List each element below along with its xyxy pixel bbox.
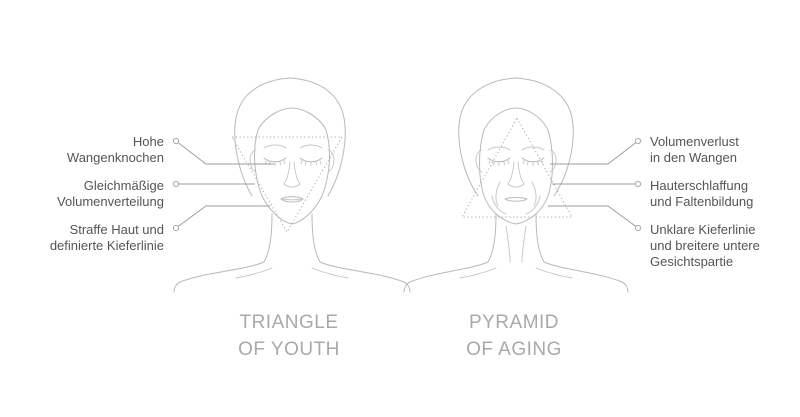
youth-labels: Hohe Wangenknochen Gleichmäßige Volumenv…	[50, 134, 164, 253]
youth-label-1-line1: Hohe	[133, 134, 164, 149]
aging-neck	[487, 213, 497, 263]
youthful-face-illustration	[173, 77, 411, 293]
youthful-head-wrap	[234, 77, 346, 197]
aging-title-line1: PYRAMID	[469, 312, 559, 333]
youthful-right-eye	[299, 157, 323, 163]
aging-label-3-line3: Gesichtspartie	[650, 254, 733, 269]
youthful-right-brow	[299, 144, 323, 149]
youth-title-line1: TRIANGLE	[239, 312, 338, 333]
aging-mouth	[504, 197, 528, 202]
youth-label-1-line2: Wangenknochen	[67, 150, 164, 165]
youth-title-line2: OF YOUTH	[238, 339, 340, 360]
youthful-neck	[263, 213, 273, 263]
aging-label-1-line2: in den Wangen	[650, 150, 737, 165]
aging-leader-lines	[548, 137, 642, 232]
aging-right-brow	[521, 146, 545, 151]
aging-face-illustration	[403, 77, 629, 293]
aging-shoulders	[403, 261, 489, 293]
youthful-nose	[283, 161, 301, 188]
youthful-shoulders	[173, 261, 265, 293]
youthful-face-outline	[254, 107, 330, 225]
aging-pyramid-triangle	[461, 116, 573, 218]
aging-head-wrap	[458, 77, 574, 197]
aging-nasolabial-folds	[495, 181, 501, 207]
aging-left-eye	[487, 157, 511, 163]
aging-label-2-line1: Hauterschlaffung	[650, 178, 748, 193]
youth-label-3-line1: Straffe Haut und	[70, 222, 164, 237]
aging-face-outline	[479, 107, 553, 225]
aging-label-1-line1: Volumenverlust	[650, 134, 739, 149]
aging-title-line2: OF AGING	[466, 339, 562, 360]
aging-label-2-line2: und Faltenbildung	[650, 194, 753, 209]
youth-inverted-triangle	[231, 136, 343, 233]
aging-label-3-line1: Unklare Kieferlinie	[650, 222, 756, 237]
youth-label-3-line2: definierte Kieferlinie	[50, 238, 164, 253]
aging-jowls	[491, 195, 507, 215]
youth-label-2-line2: Volumenverteilung	[57, 194, 164, 209]
youthful-left-brow	[263, 144, 287, 149]
aging-right-eye	[521, 157, 545, 163]
youthful-left-eye	[263, 157, 287, 163]
aging-label-3-line2: und breitere untere	[650, 238, 760, 253]
aging-left-brow	[487, 146, 511, 151]
aging-nose	[507, 161, 525, 188]
aging-labels: Volumenverlust in den Wangen Hauterschla…	[650, 134, 760, 269]
youth-leader-lines	[172, 137, 274, 232]
youth-label-2-line1: Gleichmäßige	[84, 178, 164, 193]
